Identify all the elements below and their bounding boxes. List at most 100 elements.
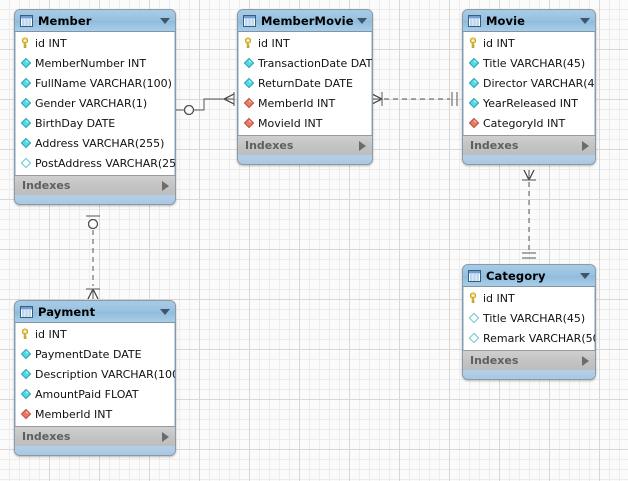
table-membermovie[interactable]: MemberMovie id INT TransactionDate DATE xyxy=(237,9,373,165)
primary-key-icon xyxy=(244,37,252,48)
column-row[interactable]: YearReleased INT xyxy=(464,93,594,113)
table-movie[interactable]: Movie id INT Title VARCHAR(45) xyxy=(462,9,596,165)
nullable-column-icon xyxy=(20,157,32,169)
column-row[interactable]: MemberId INT xyxy=(239,93,371,113)
column-icon xyxy=(243,77,255,89)
table-payment[interactable]: Payment id INT PaymentDate DATE xyxy=(14,300,176,456)
column-label: Title VARCHAR(45) xyxy=(483,56,586,70)
primary-key-icon xyxy=(469,37,477,48)
column-label: MemberId INT xyxy=(258,96,336,110)
table-payment-columns: id INT PaymentDate DATE Description VARC… xyxy=(15,323,175,426)
column-icon xyxy=(20,348,32,360)
column-icon xyxy=(20,388,32,400)
column-row[interactable]: FullName VARCHAR(100) xyxy=(16,73,174,93)
table-footer xyxy=(463,155,595,164)
column-row[interactable]: PaymentDate DATE xyxy=(16,344,174,364)
column-label: Gender VARCHAR(1) xyxy=(35,96,148,110)
column-icon xyxy=(20,77,32,89)
column-label: Remark VARCHAR(500) xyxy=(483,331,595,345)
column-row[interactable]: Gender VARCHAR(1) xyxy=(16,93,174,113)
column-row[interactable]: id INT xyxy=(16,324,174,344)
column-label: FullName VARCHAR(100) xyxy=(35,76,172,90)
column-icon xyxy=(468,77,480,89)
table-movie-indexes[interactable]: Indexes xyxy=(463,135,595,155)
expand-arrow-icon[interactable] xyxy=(582,140,589,151)
table-category-indexes[interactable]: Indexes xyxy=(463,350,595,370)
table-membermovie-indexes[interactable]: Indexes xyxy=(238,135,372,155)
column-label: id INT xyxy=(35,327,67,341)
expand-arrow-icon[interactable] xyxy=(359,140,366,151)
column-label: AmountPaid FLOAT xyxy=(35,387,139,401)
column-icon xyxy=(20,117,32,129)
table-membermovie-header[interactable]: MemberMovie xyxy=(238,10,372,32)
column-row[interactable]: Address VARCHAR(255) xyxy=(16,133,174,153)
table-member[interactable]: Member id INT MemberNumber INT xyxy=(14,9,176,205)
expand-arrow-icon[interactable] xyxy=(162,180,169,191)
column-row[interactable]: id INT xyxy=(239,33,371,53)
table-payment-header[interactable]: Payment xyxy=(15,301,175,323)
primary-key-icon xyxy=(21,328,29,339)
table-category-title: Category xyxy=(486,268,546,283)
table-payment-indexes[interactable]: Indexes xyxy=(15,426,175,446)
column-icon xyxy=(20,137,32,149)
column-label: PaymentDate DATE xyxy=(35,347,142,361)
expand-arrow-icon[interactable] xyxy=(582,355,589,366)
column-row[interactable]: Description VARCHAR(100) xyxy=(16,364,176,384)
column-label: YearReleased INT xyxy=(483,96,578,110)
column-row[interactable]: MemberId INT xyxy=(16,404,174,424)
chevron-down-icon[interactable] xyxy=(357,17,367,24)
column-row[interactable]: MemberNumber INT xyxy=(16,53,174,73)
chevron-down-icon[interactable] xyxy=(160,308,170,315)
foreign-key-icon xyxy=(243,117,255,129)
table-member-title: Member xyxy=(38,13,92,28)
column-row[interactable]: id INT xyxy=(464,288,594,308)
table-payment-title: Payment xyxy=(38,304,96,319)
relationship-membermovie-movie xyxy=(371,92,458,106)
column-label: Title VARCHAR(45) xyxy=(483,311,586,325)
column-row[interactable]: Title VARCHAR(45) xyxy=(464,308,594,328)
chevron-down-icon[interactable] xyxy=(580,17,590,24)
indexes-label: Indexes xyxy=(22,430,71,443)
table-footer xyxy=(238,155,372,164)
table-footer xyxy=(15,195,175,204)
nullable-column-icon xyxy=(468,332,480,344)
chevron-down-icon[interactable] xyxy=(580,272,590,279)
column-row[interactable]: TransactionDate DATE xyxy=(239,53,373,73)
column-row[interactable]: MovieId INT xyxy=(239,113,371,133)
column-row[interactable]: Title VARCHAR(45) xyxy=(464,53,594,73)
table-member-indexes[interactable]: Indexes xyxy=(15,175,175,195)
table-category-header[interactable]: Category xyxy=(463,265,595,287)
column-row[interactable]: ReturnDate DATE xyxy=(239,73,371,93)
table-category[interactable]: Category id INT Title VARCHAR(45) xyxy=(462,264,596,380)
column-label: TransactionDate DATE xyxy=(258,56,373,70)
relationship-member-payment xyxy=(86,215,100,300)
table-movie-header[interactable]: Movie xyxy=(463,10,595,32)
column-row[interactable]: Remark VARCHAR(500) xyxy=(464,328,595,348)
column-row[interactable]: id INT xyxy=(16,33,174,53)
table-category-columns: id INT Title VARCHAR(45) Remark VARCHAR(… xyxy=(463,287,595,350)
column-icon xyxy=(243,57,255,69)
table-member-header[interactable]: Member xyxy=(15,10,175,32)
table-movie-title: Movie xyxy=(486,13,526,28)
column-label: ReturnDate DATE xyxy=(258,76,353,90)
column-row[interactable]: BirthDay DATE xyxy=(16,113,174,133)
column-icon xyxy=(20,57,32,69)
column-row[interactable]: PostAddress VARCHAR(255) xyxy=(16,153,176,173)
table-icon xyxy=(20,14,33,27)
column-row[interactable]: id INT xyxy=(464,33,594,53)
column-label: BirthDay DATE xyxy=(35,116,116,130)
column-label: MemberId INT xyxy=(35,407,113,421)
expand-arrow-icon[interactable] xyxy=(162,431,169,442)
indexes-label: Indexes xyxy=(470,354,519,367)
chevron-down-icon[interactable] xyxy=(160,17,170,24)
column-label: id INT xyxy=(483,36,515,50)
column-row[interactable]: CategoryId INT xyxy=(464,113,594,133)
column-label: MovieId INT xyxy=(258,116,323,130)
column-label: PostAddress VARCHAR(255) xyxy=(35,156,176,170)
indexes-label: Indexes xyxy=(470,139,519,152)
column-label: Description VARCHAR(100) xyxy=(35,367,176,381)
foreign-key-icon xyxy=(468,117,480,129)
column-row[interactable]: AmountPaid FLOAT xyxy=(16,384,174,404)
column-row[interactable]: Director VARCHAR(45) xyxy=(464,73,595,93)
